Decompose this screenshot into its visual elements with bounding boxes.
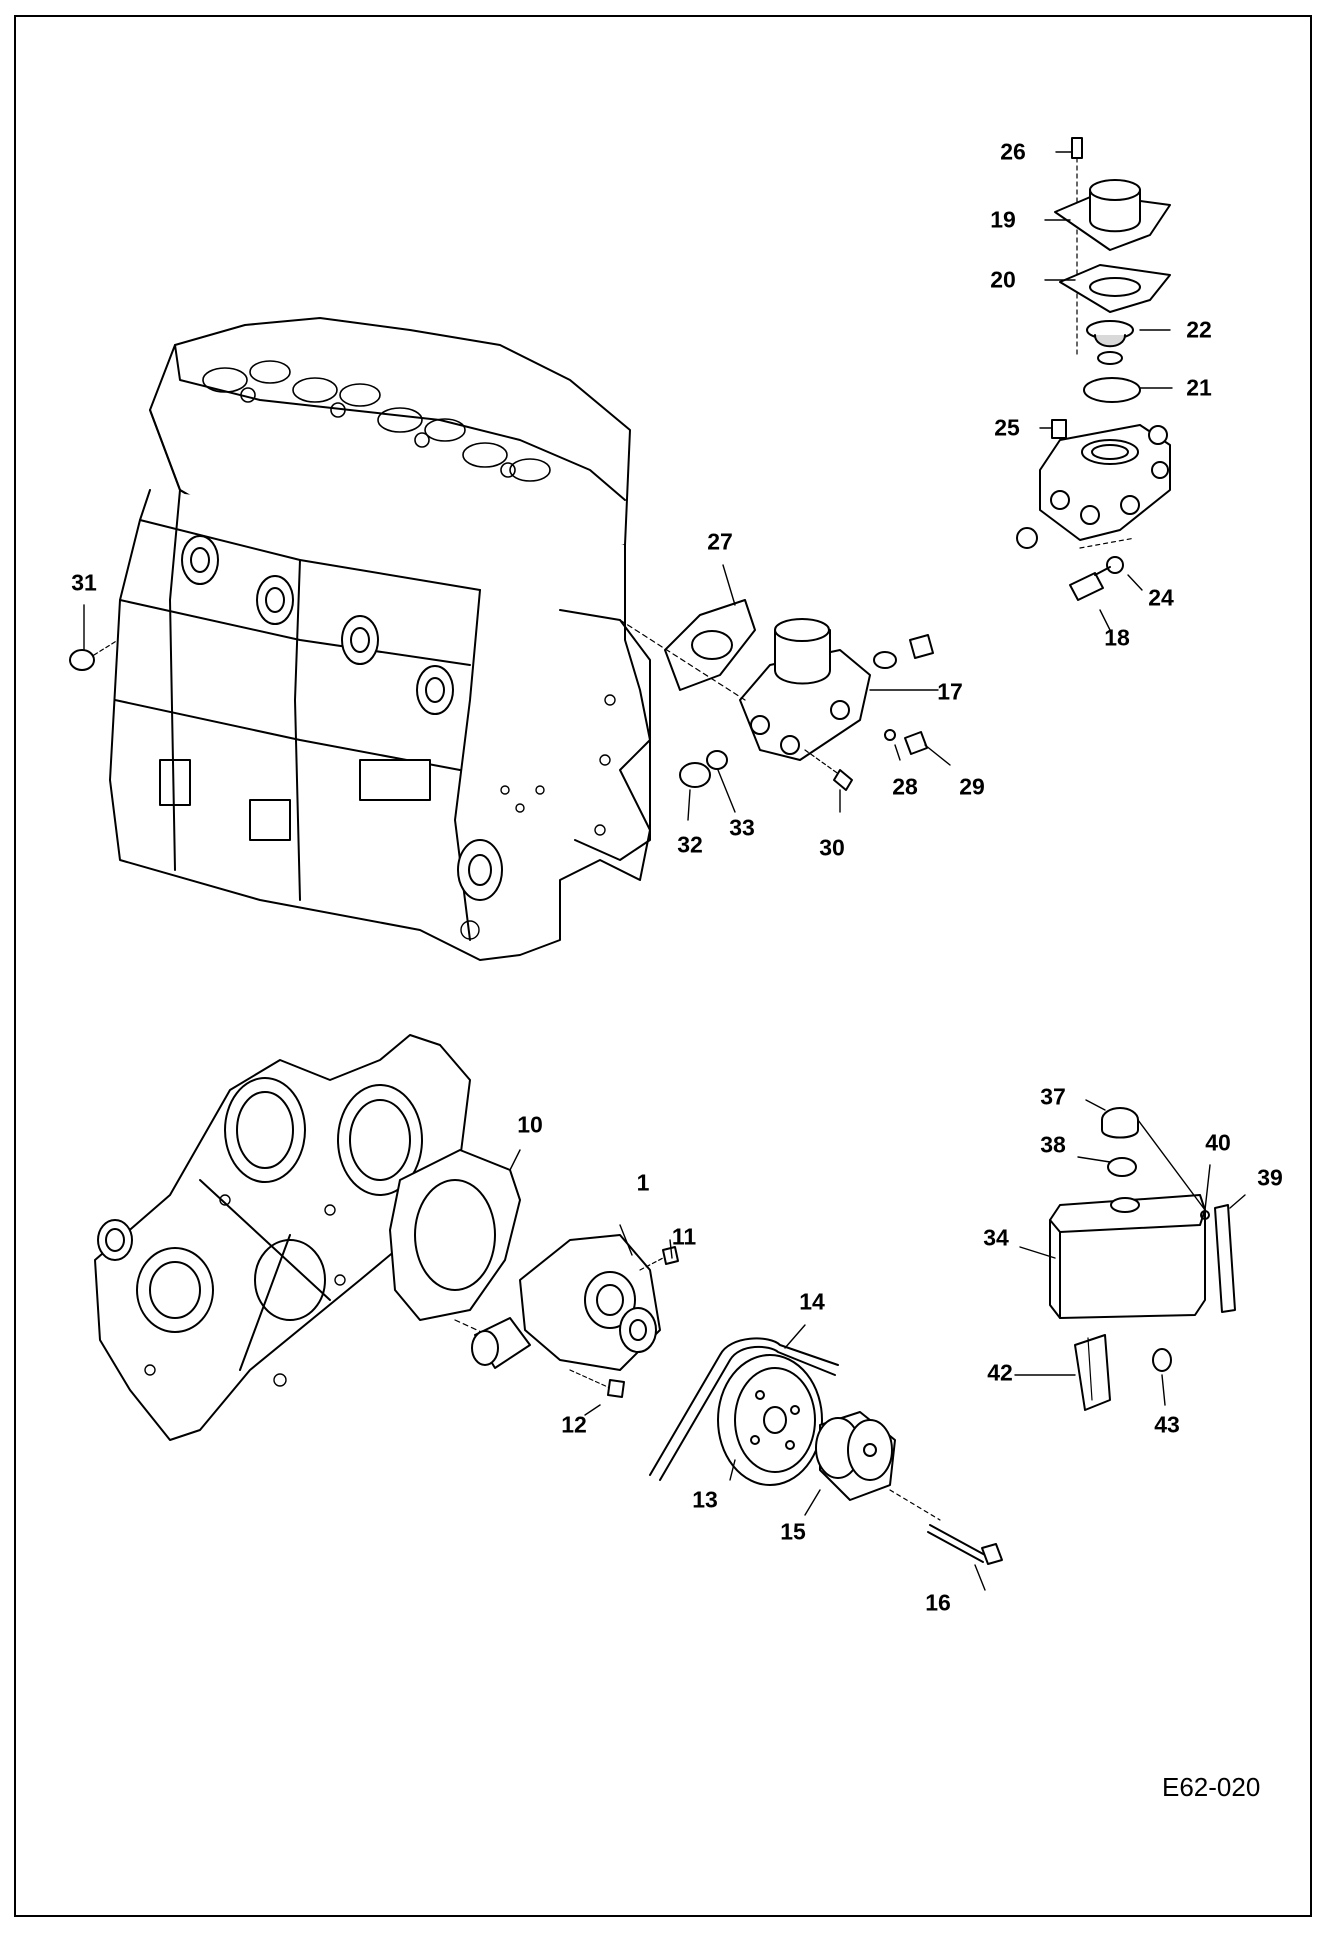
callout-19: 19 <box>990 206 1016 233</box>
callout-21: 21 <box>1186 374 1212 401</box>
callout-37: 37 <box>1040 1083 1066 1110</box>
plate-holes <box>460 694 616 940</box>
callout-24: 24 <box>1148 584 1174 611</box>
gasket-10 <box>389 1149 521 1346</box>
callout-34: 34 <box>983 1224 1009 1251</box>
callout-12: 12 <box>561 1411 587 1438</box>
pulley-13 <box>717 1354 823 1486</box>
callout-13: 13 <box>692 1486 718 1513</box>
water-flange-assembly <box>619 599 934 791</box>
callout-28: 28 <box>892 773 918 800</box>
water-pump <box>471 1234 679 1398</box>
callout-11: 11 <box>671 1223 697 1250</box>
spacer-15 <box>815 1411 941 1521</box>
plug-31 <box>69 639 119 671</box>
callout-1: 1 <box>636 1169 650 1196</box>
callout-14: 14 <box>799 1288 825 1315</box>
callout-25: 25 <box>994 414 1020 441</box>
callout-27: 27 <box>707 528 733 555</box>
callout-42: 42 <box>987 1359 1013 1386</box>
callout-26: 26 <box>1000 138 1026 165</box>
leader-lines <box>83 151 1246 1591</box>
callout-29: 29 <box>959 773 985 800</box>
drawing-code: E62-020 <box>1162 1772 1261 1802</box>
valve-ports <box>202 360 551 482</box>
cylinder-block <box>109 317 651 961</box>
callout-18: 18 <box>1104 624 1130 651</box>
reserve-tank <box>1049 1107 1236 1411</box>
thermostat-assembly <box>1016 137 1171 601</box>
callout-39: 39 <box>1257 1164 1283 1191</box>
callout-32: 32 <box>677 831 703 858</box>
callout-40: 40 <box>1205 1129 1231 1156</box>
drawing-border <box>14 15 1312 1917</box>
fan-belt <box>649 1337 839 1481</box>
callout-15: 15 <box>780 1518 806 1545</box>
callout-10: 10 <box>517 1111 543 1138</box>
callout-22: 22 <box>1186 316 1212 343</box>
callout-43: 43 <box>1154 1411 1180 1438</box>
block-bosses <box>159 535 503 901</box>
callout-38: 38 <box>1040 1131 1066 1158</box>
callout-31: 31 <box>71 569 97 596</box>
callout-30: 30 <box>819 834 845 861</box>
callout-20: 20 <box>990 266 1016 293</box>
gear-case <box>94 1034 471 1441</box>
callout-17: 17 <box>937 678 963 705</box>
bolt-16 <box>927 1524 1003 1565</box>
callout-33: 33 <box>729 814 755 841</box>
callout-16: 16 <box>925 1589 951 1616</box>
